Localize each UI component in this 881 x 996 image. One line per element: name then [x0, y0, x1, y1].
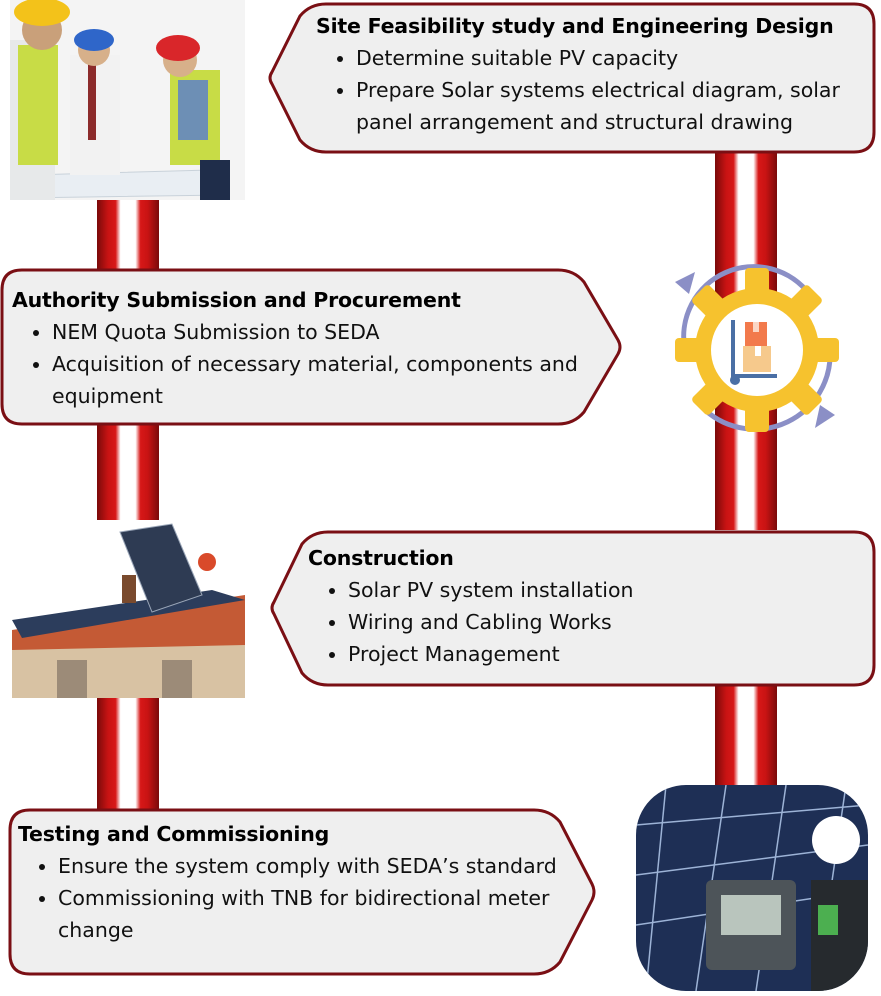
right-pipe-lower	[715, 685, 777, 795]
step-bullet: Ensure the system comply with SEDA’s sta…	[58, 850, 596, 882]
step-bullet: NEM Quota Submission to SEDA	[52, 316, 602, 348]
step-title: Construction	[308, 546, 454, 570]
left-pipe-middle	[97, 420, 159, 530]
step-bullet: Project Management	[348, 638, 868, 670]
step-card-authority-submission: Authority Submission and Procurement NEM…	[0, 268, 624, 426]
step-bullet: Solar PV system installation	[348, 574, 868, 606]
engineers-photo	[10, 0, 245, 200]
step-card-site-feasibility: Site Feasibility study and Engineering D…	[268, 2, 876, 154]
step-title: Testing and Commissioning	[18, 822, 330, 846]
step-card-construction: Construction Solar PV system installatio…	[270, 530, 876, 687]
step-card-testing-commissioning: Testing and Commissioning Ensure the sys…	[8, 808, 598, 976]
step-bullet: Wiring and Cabling Works	[348, 606, 868, 638]
step-title: Authority Submission and Procurement	[12, 288, 461, 312]
testing-photo	[636, 785, 868, 991]
left-pipe-lower	[97, 695, 159, 810]
step-bullet: Acquisition of necessary material, compo…	[52, 348, 602, 412]
step-bullet: Determine suitable PV capacity	[356, 42, 871, 74]
step-bullet: Commissioning with TNB for bidirectional…	[58, 882, 596, 946]
step-bullet: Prepare Solar systems electrical diagram…	[356, 74, 871, 138]
step-title: Site Feasibility study and Engineering D…	[316, 14, 834, 38]
roof-installation-photo	[12, 520, 245, 698]
procurement-gear-icon	[645, 250, 865, 450]
